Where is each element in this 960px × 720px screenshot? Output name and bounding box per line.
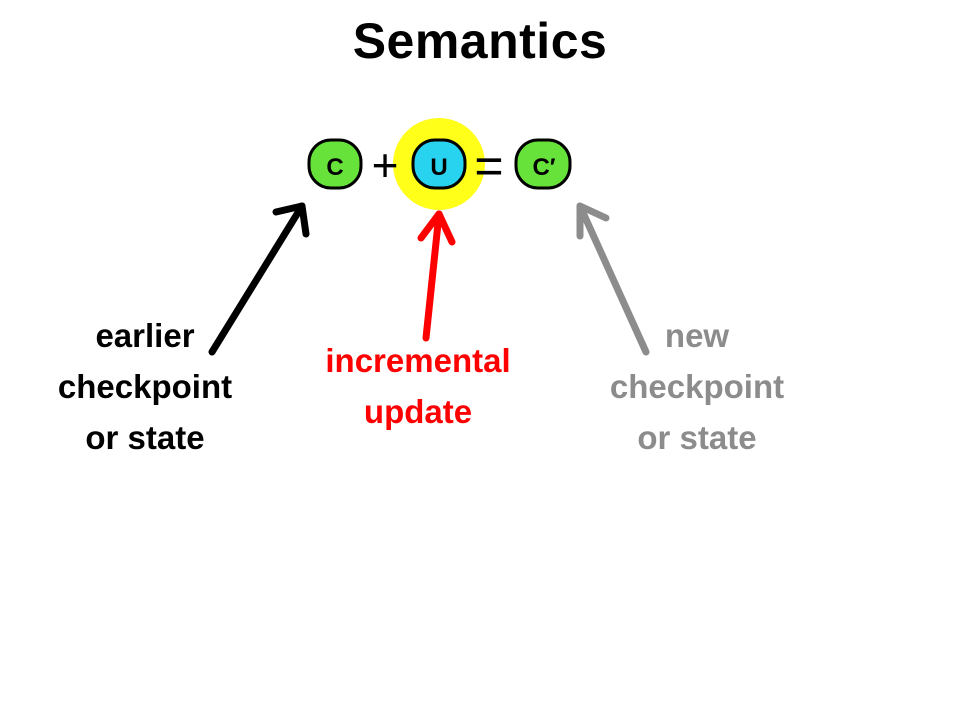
node-c-prime <box>514 138 572 190</box>
label-incremental-update: incremental update <box>298 335 538 437</box>
label-line: new <box>664 317 730 354</box>
label-earlier-checkpoint: earlier checkpoint or state <box>30 310 260 463</box>
label-line: or state <box>637 419 757 456</box>
slide-title: Semantics <box>352 13 608 69</box>
arrow-incremental <box>417 210 456 342</box>
equals-sign: = <box>474 138 503 194</box>
node-c <box>307 138 363 190</box>
label-line: update <box>363 393 473 430</box>
node-c-prime-label: C′ <box>532 154 555 181</box>
label-line: or state <box>85 419 205 456</box>
node-c-label: C <box>326 154 343 181</box>
label-line: checkpoint <box>57 368 233 405</box>
node-u <box>411 138 467 190</box>
label-line: earlier <box>95 317 195 354</box>
label-new-checkpoint: new checkpoint or state <box>582 310 812 463</box>
arrow-new <box>576 202 650 356</box>
label-line: incremental <box>325 342 511 379</box>
label-line: checkpoint <box>609 368 785 405</box>
arrow-earlier <box>208 202 310 356</box>
plus-sign: + <box>372 139 399 191</box>
node-u-label: U <box>430 154 447 181</box>
